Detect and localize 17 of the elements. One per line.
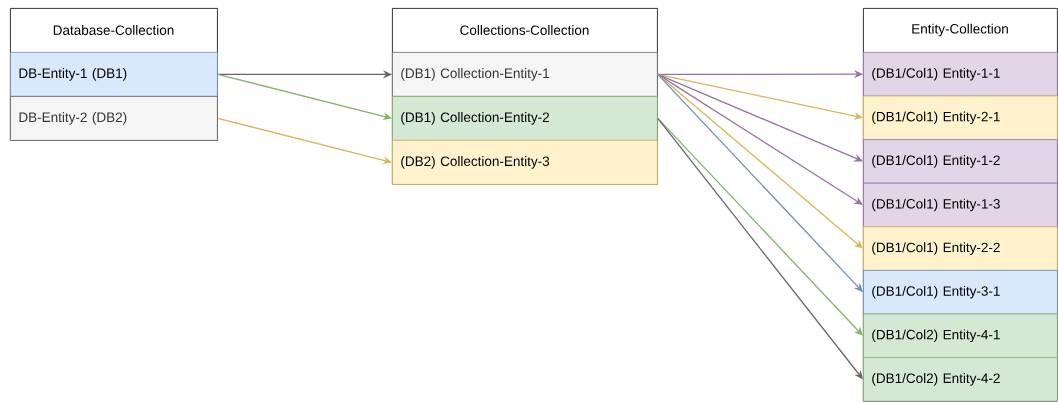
table-row: (DB1/Col1) Entity-1-3 — [863, 182, 1058, 228]
table-row: (DB2) Collection-Entity-3 — [392, 140, 658, 185]
table-row: (DB1/Col1) Entity-2-2 — [863, 226, 1058, 271]
table-row: DB-Entity-2 (DB2) — [10, 96, 218, 141]
table-row: (DB1/Col2) Entity-4-2 — [863, 357, 1058, 402]
table-row: (DB1) Collection-Entity-2 — [392, 96, 658, 141]
arrow — [657, 117, 863, 336]
arrow — [657, 73, 863, 162]
arrow — [657, 73, 863, 205]
table-row: (DB1) Collection-Entity-1 — [392, 52, 658, 97]
table-row: (DB1/Col1) Entity-1-1 — [863, 52, 1058, 97]
table-row: (DB1/Col1) Entity-1-2 — [863, 139, 1058, 184]
table-row: (DB1/Col1) Entity-3-1 — [863, 270, 1058, 315]
table-row: (DB1/Col1) Entity-2-1 — [863, 95, 1058, 140]
table-row: DB-Entity-1 (DB1) — [10, 52, 218, 97]
arrow — [657, 73, 863, 120]
table-row: (DB1/Col2) Entity-4-1 — [863, 313, 1058, 358]
